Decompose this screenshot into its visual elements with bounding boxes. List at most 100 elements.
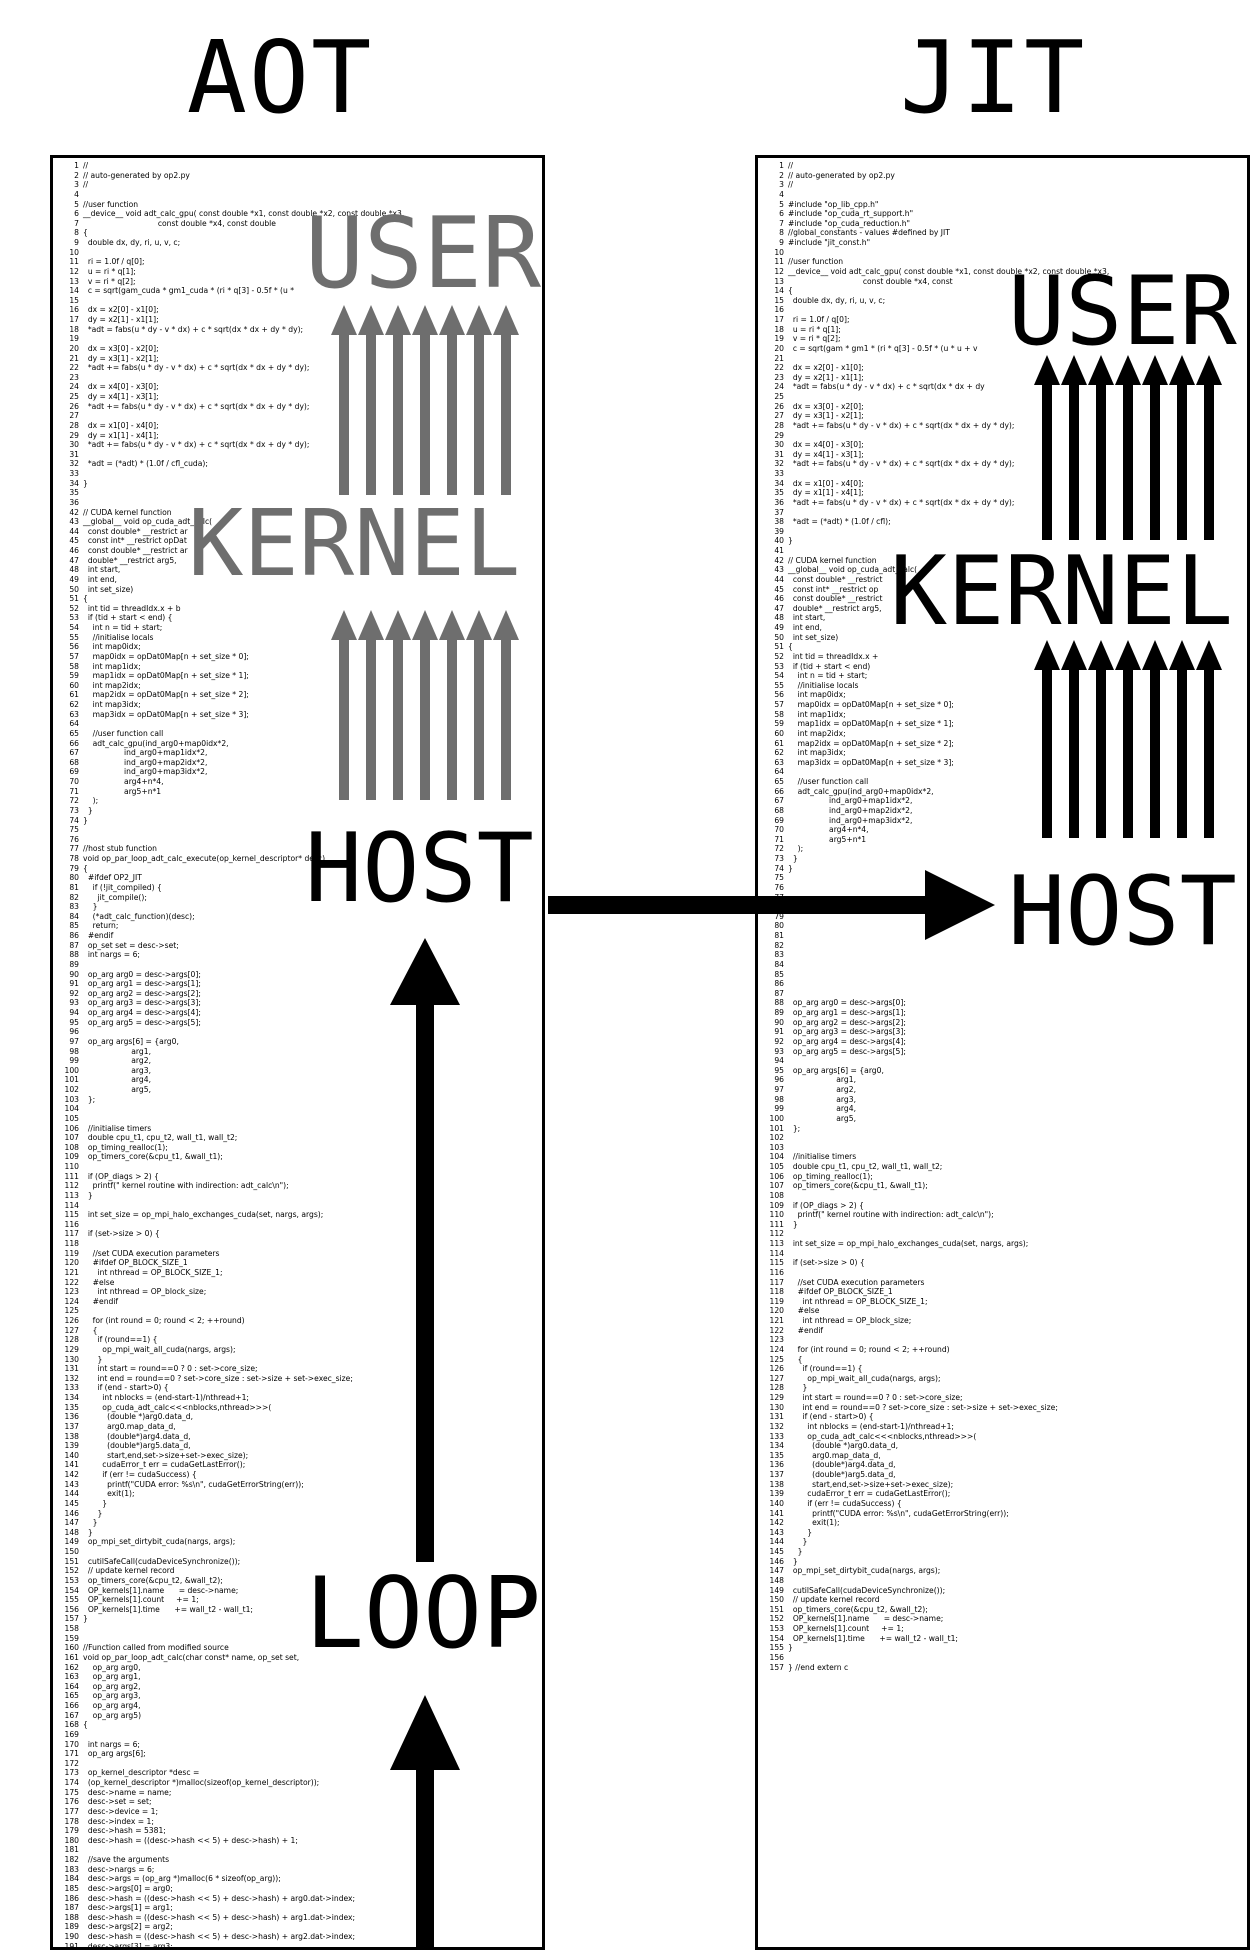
line-text: int nargs = 6; bbox=[83, 1739, 140, 1749]
code-line: 112 bbox=[764, 1229, 1109, 1239]
line-number: 110 bbox=[64, 1162, 80, 1171]
code-line: 14 c = sqrt(gam_cuda * gm1_cuda * (ri * … bbox=[59, 286, 404, 296]
line-text: int end, bbox=[83, 574, 117, 584]
line-number: 60 bbox=[69, 680, 79, 690]
line-number: 177 bbox=[64, 1806, 80, 1816]
code-line: 34 dx = x1[0] - x4[0]; bbox=[764, 479, 1109, 489]
line-number: 45 bbox=[774, 584, 784, 594]
code-line: 65 //user function call bbox=[59, 729, 404, 739]
line-number: 176 bbox=[64, 1797, 80, 1807]
line-number: 57 bbox=[69, 651, 79, 661]
line-text: int nblocks = (end-start-1)/nthread+1; bbox=[83, 1393, 249, 1402]
line-number: 105 bbox=[769, 1162, 785, 1171]
code-line: 29 bbox=[764, 431, 1109, 441]
code-line: 72 ); bbox=[764, 844, 1109, 854]
line-text: int tid = threadIdx.x + bbox=[788, 651, 879, 661]
line-number: 156 bbox=[64, 1604, 80, 1614]
code-line: 52 int tid = threadIdx.x + b bbox=[59, 604, 404, 614]
aot-host-label: HOST bbox=[305, 814, 534, 924]
line-text: adt_calc_gpu(ind_arg0+map0idx*2, bbox=[788, 786, 934, 796]
line-number: 153 bbox=[769, 1624, 785, 1633]
line-text: //host stub function bbox=[83, 844, 157, 854]
code-line: 103 bbox=[764, 1143, 1109, 1153]
line-text: #endif bbox=[788, 1325, 824, 1335]
line-number: 167 bbox=[64, 1710, 80, 1720]
code-line: 98 arg1, bbox=[59, 1047, 404, 1057]
line-number: 79 bbox=[774, 911, 784, 921]
line-number: 104 bbox=[769, 1152, 785, 1162]
code-line: 113 } bbox=[59, 1191, 404, 1201]
line-text: *adt = (*adt) * (1.0f / cfl); bbox=[788, 517, 891, 527]
line-text: //user function call bbox=[83, 728, 164, 738]
line-number: 3 bbox=[74, 180, 79, 190]
line-text: int set_size = op_mpi_halo_exchanges_cud… bbox=[83, 1210, 324, 1220]
code-line: 154 OP_kernels[1].name = desc->name; bbox=[59, 1586, 404, 1596]
code-line: 64 bbox=[59, 719, 404, 729]
code-line: 84 (*adt_calc_function)(desc); bbox=[59, 912, 404, 922]
line-text: (double *)arg0.data_d, bbox=[83, 1412, 193, 1422]
line-text: map1idx = opDat0Map[n + set_size * 1]; bbox=[788, 719, 954, 729]
line-number: 46 bbox=[69, 546, 79, 555]
line-text: } bbox=[788, 1556, 798, 1566]
upward-arrow bbox=[493, 305, 519, 495]
line-number: 182 bbox=[64, 1855, 80, 1864]
line-number: 11 bbox=[69, 257, 79, 267]
line-text: op_arg arg5 = desc->args[5]; bbox=[83, 1017, 201, 1027]
line-number: 97 bbox=[774, 1085, 784, 1094]
code-line: 119 int nthread = OP_BLOCK_SIZE_1; bbox=[764, 1297, 1109, 1307]
code-line: 11 ri = 1.0f / q[0]; bbox=[59, 257, 404, 267]
code-line: 71 arg5+n*1 bbox=[764, 835, 1109, 845]
line-number: 8 bbox=[779, 228, 784, 238]
upward-arrow bbox=[331, 610, 357, 800]
code-line: 13 v = ri * q[2]; bbox=[59, 277, 404, 287]
code-line: 172 bbox=[59, 1759, 404, 1769]
line-number: 76 bbox=[774, 882, 784, 892]
code-line: 79 bbox=[764, 912, 1109, 922]
line-number: 64 bbox=[774, 767, 784, 777]
upward-arrow bbox=[439, 305, 465, 495]
line-number: 23 bbox=[774, 372, 784, 382]
line-number: 76 bbox=[69, 834, 79, 844]
line-text: int start = round==0 ? 0 : set->core_siz… bbox=[83, 1364, 258, 1374]
code-line: 112 printf(" kernel routine with indirec… bbox=[59, 1181, 404, 1191]
line-text: //save the arguments bbox=[83, 1855, 170, 1864]
line-number: 128 bbox=[64, 1335, 80, 1345]
line-number: 83 bbox=[774, 950, 784, 960]
line-text: *adt = (*adt) * (1.0f / cfl_cuda); bbox=[83, 459, 208, 469]
line-text: const double *x4, const double bbox=[83, 218, 276, 228]
line-text: v = ri * q[2]; bbox=[788, 334, 841, 344]
code-line: 139 cudaError_t err = cudaGetLastError()… bbox=[764, 1489, 1109, 1499]
code-line: 2// auto-generated by op2.py bbox=[59, 171, 404, 181]
code-line: 8{ bbox=[59, 228, 404, 238]
code-line: 92 op_arg arg2 = desc->args[2]; bbox=[59, 989, 404, 999]
code-line: 130 int end = round==0 ? set->core_size … bbox=[764, 1403, 1109, 1413]
line-number: 151 bbox=[64, 1556, 80, 1566]
line-number: 103 bbox=[769, 1142, 785, 1152]
line-number: 70 bbox=[774, 825, 784, 835]
line-text: arg1, bbox=[788, 1075, 856, 1085]
code-line: 1// bbox=[764, 161, 1109, 171]
line-number: 26 bbox=[774, 401, 784, 411]
code-line: 133 if (end - start>0) { bbox=[59, 1383, 404, 1393]
line-text: int map2idx; bbox=[83, 680, 141, 690]
line-text: int n = tid + start; bbox=[83, 623, 163, 632]
line-number: 27 bbox=[774, 411, 784, 421]
line-number: 114 bbox=[64, 1200, 80, 1210]
line-text: int set_size) bbox=[83, 584, 134, 594]
upward-arrow bbox=[1061, 640, 1087, 838]
code-line: 143 } bbox=[764, 1528, 1109, 1538]
code-line: 137 (double*)arg5.data_d, bbox=[764, 1470, 1109, 1480]
line-number: 150 bbox=[64, 1547, 80, 1556]
line-text: dy = x2[1] - x1[1]; bbox=[83, 315, 159, 324]
line-text: op_arg arg4 = desc->args[4]; bbox=[83, 1008, 201, 1017]
code-line: 117 //set CUDA execution parameters bbox=[764, 1278, 1109, 1288]
code-line: 136 (double*)arg4.data_d, bbox=[764, 1460, 1109, 1470]
line-number: 11 bbox=[774, 257, 784, 267]
code-line: 60 int map2idx; bbox=[59, 681, 404, 691]
line-text: arg3, bbox=[788, 1094, 856, 1104]
line-text: op_arg args[6] = {arg0, bbox=[788, 1065, 884, 1075]
line-text: #ifdef OP2_JIT bbox=[83, 873, 142, 883]
line-text: } bbox=[788, 1383, 808, 1393]
code-line: 54 int n = tid + start; bbox=[59, 623, 404, 633]
code-line: 68 ind_arg0+map2idx*2, bbox=[59, 758, 404, 768]
